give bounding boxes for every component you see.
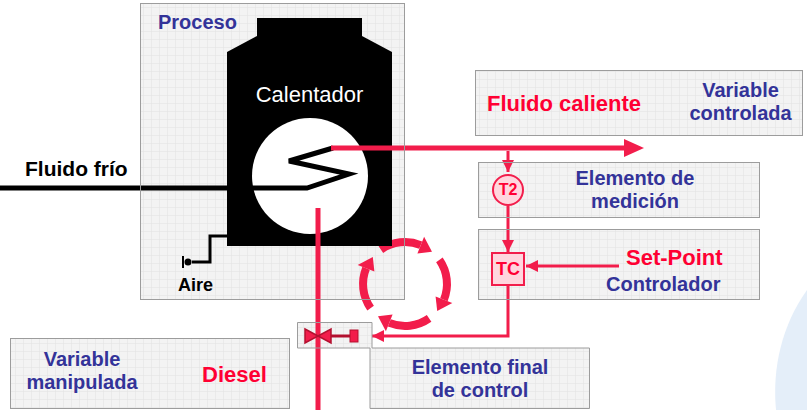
air-pipe — [192, 236, 229, 262]
flow-arrowhead — [624, 139, 644, 157]
node-label: Variable manipulada — [17, 348, 147, 394]
heater-drawing — [227, 18, 392, 246]
text-holder: Elemento de medición — [560, 167, 710, 213]
manipulated-box: Variable manipulada Diesel — [10, 338, 290, 409]
node-label: Controlador — [606, 273, 720, 296]
flow-label: Fluido frío — [25, 157, 128, 181]
flow-label: Aire — [178, 275, 213, 296]
air-inlet — [185, 259, 192, 266]
text-holder: T2 — [494, 176, 522, 204]
hot-fluid-pipe — [390, 146, 626, 151]
signal-line — [372, 286, 508, 336]
node-label: Calentador — [256, 82, 364, 107]
final-element-box: Elemento final de control — [297, 322, 590, 409]
loop-arc — [389, 318, 429, 326]
node-label: T2 — [499, 181, 518, 199]
diesel-pipe — [316, 244, 321, 410]
text-holder: Elemento final de control — [405, 356, 555, 402]
temperature-sensor: T2 — [492, 174, 524, 206]
text-holder: Proceso — [158, 11, 237, 34]
corner-swoosh — [775, 290, 807, 410]
text-holder: Diesel — [202, 362, 267, 387]
node-label: Diesel — [202, 362, 267, 387]
sensor-box: T2 Elemento de medición — [478, 162, 760, 218]
text-holder: Fluido frío — [25, 157, 128, 181]
loop-arrowhead — [378, 315, 393, 332]
controller-box: TC Set-PointControlador — [478, 229, 760, 300]
heating-coil — [227, 148, 349, 188]
node-label: Elemento de medición — [560, 167, 710, 213]
heater-body — [227, 18, 392, 246]
text-holder: Fluido caliente — [487, 91, 641, 116]
loop-arrowhead — [417, 237, 432, 254]
text-holder: Variable manipulada — [17, 348, 147, 394]
burner-feed — [316, 208, 321, 246]
air-inlet-cap — [182, 256, 184, 268]
loop-arc — [363, 268, 371, 308]
node-label: TC — [496, 259, 520, 280]
text-holder: Set-Point — [626, 245, 723, 270]
node-label: Fluido caliente — [487, 91, 641, 116]
box-fill — [478, 229, 760, 300]
box-fill — [478, 162, 760, 218]
valve-actuator — [350, 330, 358, 342]
setpoint-arrow — [526, 265, 619, 268]
text-holder: Aire — [178, 275, 213, 296]
loop-arrowhead — [358, 257, 375, 272]
box-fill — [10, 338, 290, 409]
text-holder: Calentador — [227, 82, 392, 107]
temperature-controller: TC — [491, 252, 525, 286]
node-label: Elemento final de control — [405, 356, 555, 402]
loop-arrowhead — [436, 296, 453, 311]
text-holder: Variable controlada — [683, 79, 798, 125]
node-label: Variable controlada — [683, 79, 798, 125]
text-holder: TC — [493, 254, 523, 284]
text-holder: Controlador — [606, 273, 720, 296]
box-fill — [475, 70, 803, 136]
loop-heads — [358, 237, 453, 332]
node-label: Set-Point — [626, 245, 723, 270]
process-box: Calentador Proceso — [140, 3, 405, 300]
hot-fluid-pipe — [331, 146, 392, 151]
valve-body — [305, 329, 331, 343]
cold-fluid-pipe — [0, 186, 229, 191]
node-label: Proceso — [158, 11, 237, 34]
output-box: Fluido caliente Variable controlada — [475, 70, 803, 136]
valve-stem — [331, 335, 350, 338]
box-fills — [10, 3, 803, 409]
box-fill — [140, 3, 405, 300]
control-loop — [363, 242, 447, 326]
loop-arc — [439, 260, 447, 300]
box-outline — [298, 323, 590, 409]
heater: Calentador — [227, 18, 392, 246]
